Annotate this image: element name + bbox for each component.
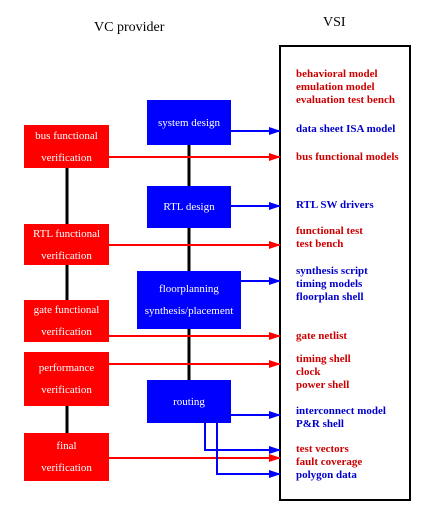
rtl-functional-verification-box: RTL functional verification bbox=[24, 224, 109, 265]
vsi-item: behavioral model bbox=[296, 68, 378, 80]
vsi-header: VSI bbox=[323, 15, 346, 30]
vsi-group-bus-models: bus functional models bbox=[296, 151, 399, 164]
rtl-design-box: RTL design bbox=[147, 186, 231, 228]
box-label: performance bbox=[38, 362, 95, 374]
vsi-item: bus functional models bbox=[296, 151, 399, 163]
vsi-group-polygon: polygon data bbox=[296, 469, 357, 482]
box-label: final bbox=[56, 440, 77, 452]
box-label: RTL design bbox=[163, 201, 215, 213]
vsi-group-test-vectors: test vectors fault coverage bbox=[296, 443, 362, 469]
box-label: verification bbox=[41, 326, 92, 338]
performance-verification-box: performance verification bbox=[24, 352, 109, 406]
bus-functional-verification-box: bus functional verification bbox=[24, 125, 109, 168]
box-label: system design bbox=[157, 116, 221, 129]
vsi-item: fault coverage bbox=[296, 456, 363, 468]
arrow-routing-test-vectors bbox=[204, 423, 281, 454]
vsi-item: timing shell bbox=[296, 353, 351, 365]
vsi-item: functional test bbox=[296, 225, 363, 237]
vsi-group-models: behavioral model emulation model evaluat… bbox=[296, 68, 395, 107]
final-verification-box: final verification bbox=[24, 433, 109, 481]
vsi-item: interconnect model bbox=[296, 405, 386, 417]
vsi-item: clock bbox=[296, 366, 321, 378]
vsi-item: floorplan shell bbox=[296, 291, 364, 303]
vsi-item: RTL SW drivers bbox=[296, 199, 374, 211]
vsi-item: P&R shell bbox=[296, 418, 344, 430]
vsi-group-gate-netlist: gate netlist bbox=[296, 330, 347, 343]
vsi-group-interconnect: interconnect model P&R shell bbox=[296, 405, 386, 431]
routing-box: routing bbox=[147, 380, 231, 423]
arrow-routing-polygon bbox=[216, 423, 281, 478]
box-label: synthesis/placement bbox=[144, 305, 234, 317]
box-label: bus functional bbox=[35, 129, 98, 142]
vsi-group-rtl-drivers: RTL SW drivers bbox=[296, 199, 374, 212]
box-label: floorplanning bbox=[159, 283, 219, 295]
box-label: verification bbox=[41, 249, 92, 262]
vsi-group-timing: timing shell clock power shell bbox=[296, 353, 351, 392]
box-label: verification bbox=[41, 151, 92, 164]
vsi-item: polygon data bbox=[296, 469, 357, 481]
vsi-item: timing models bbox=[296, 278, 363, 290]
floorplanning-box: floorplanning synthesis/placement bbox=[137, 271, 241, 329]
vsi-item: data sheet ISA model bbox=[296, 123, 396, 135]
vsi-item: evaluation test bench bbox=[296, 94, 395, 106]
gate-functional-verification-box: gate functional verification bbox=[24, 300, 109, 342]
vsi-container bbox=[279, 45, 411, 501]
vsi-item: test bench bbox=[296, 238, 344, 250]
vsi-group-datasheet: data sheet ISA model bbox=[296, 123, 395, 136]
box-label: gate functional bbox=[33, 304, 100, 316]
vsi-group-functional-test: functional test test bench bbox=[296, 225, 363, 251]
vsi-item: power shell bbox=[296, 379, 350, 391]
system-design-box: system design bbox=[147, 100, 231, 145]
vc-provider-header: VC provider bbox=[94, 20, 165, 35]
box-label: routing bbox=[173, 395, 205, 408]
box-label: verification bbox=[41, 384, 92, 396]
vsi-item: test vectors bbox=[296, 443, 349, 455]
vsi-item: emulation model bbox=[296, 81, 375, 93]
box-label: verification bbox=[41, 462, 92, 474]
vsi-group-synthesis: synthesis script timing models floorplan… bbox=[296, 265, 368, 304]
vsi-item: gate netlist bbox=[296, 330, 348, 342]
box-label: RTL functional bbox=[32, 227, 101, 240]
vsi-item: synthesis script bbox=[296, 265, 368, 277]
